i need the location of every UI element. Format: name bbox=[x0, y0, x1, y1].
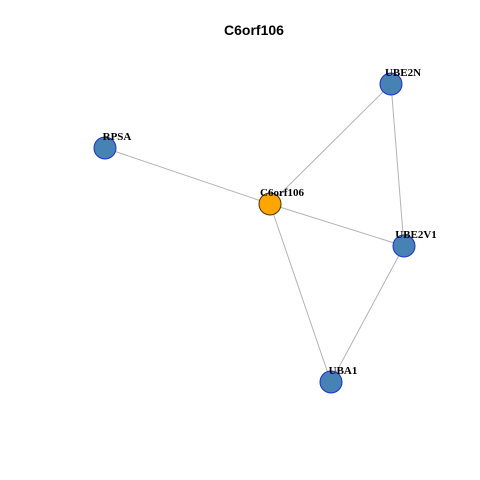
node-label-ube2v1: UBE2V1 bbox=[395, 229, 437, 241]
edge-c6orf106-ube2v1 bbox=[269, 203, 405, 247]
node-uba1: UBA1 bbox=[319, 365, 358, 394]
node-ube2v1: UBE2V1 bbox=[392, 229, 437, 258]
node-label-c6orf106: C6orf106 bbox=[260, 187, 304, 199]
edge-ube2v1-uba1 bbox=[330, 245, 405, 383]
node-circle-ube2v1 bbox=[392, 234, 416, 258]
edge-ube2n-ube2v1 bbox=[390, 83, 405, 247]
edge-c6orf106-uba1 bbox=[269, 203, 332, 383]
node-ube2n: UBE2N bbox=[379, 67, 421, 96]
node-circle-uba1 bbox=[319, 370, 343, 394]
edge-c6orf106-ube2n bbox=[269, 83, 392, 205]
node-circle-c6orf106 bbox=[258, 192, 282, 216]
node-label-uba1: UBA1 bbox=[329, 365, 358, 377]
node-rpsa: RPSA bbox=[93, 131, 132, 160]
node-circle-rpsa bbox=[93, 136, 117, 160]
graph-title: C6orf106 bbox=[224, 22, 284, 38]
node-circle-ube2n bbox=[379, 72, 403, 96]
node-label-ube2n: UBE2N bbox=[385, 67, 421, 79]
node-label-rpsa: RPSA bbox=[103, 131, 132, 143]
edge-c6orf106-rpsa bbox=[104, 147, 271, 205]
edges-layer bbox=[104, 83, 405, 383]
node-c6orf106: C6orf106 bbox=[258, 187, 304, 216]
